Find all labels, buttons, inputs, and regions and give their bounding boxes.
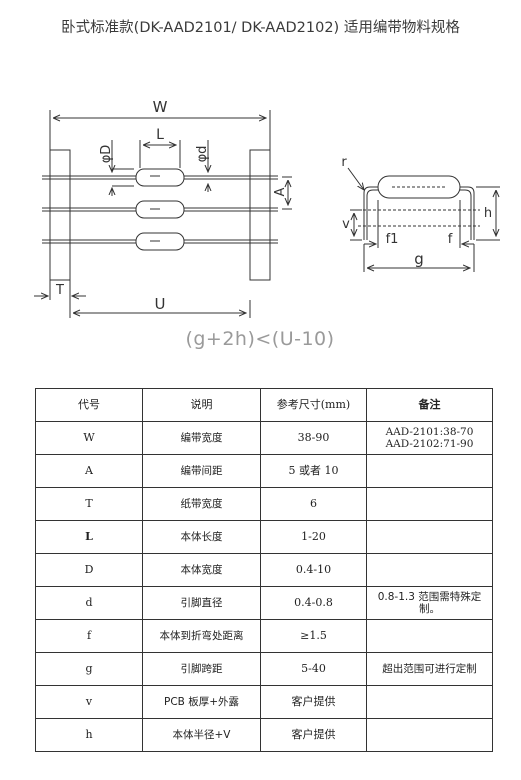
row-code: D bbox=[35, 553, 143, 587]
bent-component-view bbox=[347, 167, 500, 272]
constraint-formula: (g+2h)<(U-10) bbox=[185, 328, 335, 350]
table-row: T 纸带宽度 6 bbox=[35, 487, 493, 521]
row-size: 客户提供 bbox=[260, 718, 367, 752]
row-size: 客户提供 bbox=[260, 685, 367, 719]
row-code: W bbox=[35, 421, 143, 455]
row-code: g bbox=[35, 652, 143, 686]
row-note bbox=[366, 487, 493, 521]
label-U: U bbox=[155, 295, 166, 313]
row-note-line: 制。 bbox=[419, 603, 440, 615]
header-code: 代号 bbox=[35, 388, 143, 422]
row-code: d bbox=[35, 586, 143, 620]
row-note: 超出范围可进行定制 bbox=[366, 652, 493, 686]
row-note: 0.8-1.3 范围需特殊定 制。 bbox=[366, 586, 493, 620]
label-v: v bbox=[342, 217, 350, 232]
table-row: D 本体宽度 0.4-10 bbox=[35, 553, 493, 587]
page-title: 卧式标准款(DK-AAD2101/ DK-AAD2102) 适用编带物料规格 bbox=[61, 20, 460, 36]
row-size: ≥1.5 bbox=[260, 619, 367, 653]
row-desc: 纸带宽度 bbox=[142, 487, 261, 521]
row-desc: 编带宽度 bbox=[142, 421, 261, 455]
row-note-line: AAD-2101:38-70 bbox=[385, 425, 474, 438]
label-f1: f1 bbox=[386, 232, 399, 247]
header-desc: 说明 bbox=[142, 388, 261, 422]
label-g: g bbox=[414, 250, 424, 268]
table-row: g 引脚跨距 5-40 超出范围可进行定制 bbox=[35, 652, 493, 686]
row-code: T bbox=[35, 487, 143, 521]
label-h: h bbox=[484, 206, 492, 221]
row-size: 5 或者 10 bbox=[260, 454, 367, 488]
table-row: h 本体半径+V 客户提供 bbox=[35, 718, 493, 752]
table-header-row: 代号 说明 参考尺寸(mm) 备注 bbox=[35, 388, 493, 422]
row-code: f bbox=[35, 619, 143, 653]
row-note-line: AAD-2102:71-90 bbox=[385, 438, 474, 450]
label-A: A bbox=[273, 187, 288, 196]
label-L: L bbox=[156, 127, 164, 143]
table-row: W 编带宽度 38-90 AAD-2101:38-70 AAD-2102:71-… bbox=[35, 421, 493, 455]
label-W: W bbox=[153, 98, 168, 116]
table-row: d 引脚直径 0.4-0.8 0.8-1.3 范围需特殊定 制。 bbox=[35, 586, 493, 620]
row-note-line: 0.8-1.3 范围需特殊定 bbox=[377, 590, 482, 603]
label-T: T bbox=[55, 283, 64, 298]
row-desc: 本体半径+V bbox=[142, 718, 261, 752]
row-size: 0.4-0.8 bbox=[260, 586, 367, 620]
row-size: 1-20 bbox=[260, 520, 367, 554]
row-desc: 编带间距 bbox=[142, 454, 261, 488]
row-note bbox=[366, 619, 493, 653]
label-phiD: φD bbox=[99, 145, 114, 164]
row-code: L bbox=[35, 520, 143, 554]
row-code: v bbox=[35, 685, 143, 719]
row-desc: 引脚直径 bbox=[142, 586, 261, 620]
row-note: AAD-2101:38-70 AAD-2102:71-90 bbox=[366, 421, 493, 455]
row-note bbox=[366, 454, 493, 488]
row-note bbox=[366, 553, 493, 587]
row-size: 5-40 bbox=[260, 652, 367, 686]
row-desc: 本体到折弯处距离 bbox=[142, 619, 261, 653]
row-note bbox=[366, 685, 493, 719]
row-desc: 本体长度 bbox=[142, 520, 261, 554]
row-desc: PCB 板厚+外露 bbox=[142, 685, 261, 719]
row-note bbox=[366, 718, 493, 752]
row-size: 38-90 bbox=[260, 421, 367, 455]
row-desc: 本体宽度 bbox=[142, 553, 261, 587]
row-desc: 引脚跨距 bbox=[142, 652, 261, 686]
row-code: h bbox=[35, 718, 143, 752]
row-size: 0.4-10 bbox=[260, 553, 367, 587]
table-row: v PCB 板厚+外露 客户提供 bbox=[35, 685, 493, 719]
label-r: r bbox=[341, 155, 347, 170]
row-note-line: 超出范围可进行定制 bbox=[382, 662, 477, 675]
label-f: f bbox=[448, 232, 453, 247]
table-row: f 本体到折弯处距离 ≥1.5 bbox=[35, 619, 493, 653]
spec-table: 代号 说明 参考尺寸(mm) 备注 W 编带宽度 38-90 AAD-2101:… bbox=[35, 388, 493, 752]
table-row: A 编带间距 5 或者 10 bbox=[35, 454, 493, 488]
row-note bbox=[366, 520, 493, 554]
header-size: 参考尺寸(mm) bbox=[260, 388, 367, 422]
label-phid: φd bbox=[195, 146, 210, 163]
tape-front-view bbox=[34, 110, 292, 318]
header-note: 备注 bbox=[366, 388, 493, 422]
row-code: A bbox=[35, 454, 143, 488]
row-size: 6 bbox=[260, 487, 367, 521]
taped-component-diagram: W L φD φd A T U r v f1 bbox=[34, 98, 500, 318]
table-row: L 本体长度 1-20 bbox=[35, 520, 493, 554]
